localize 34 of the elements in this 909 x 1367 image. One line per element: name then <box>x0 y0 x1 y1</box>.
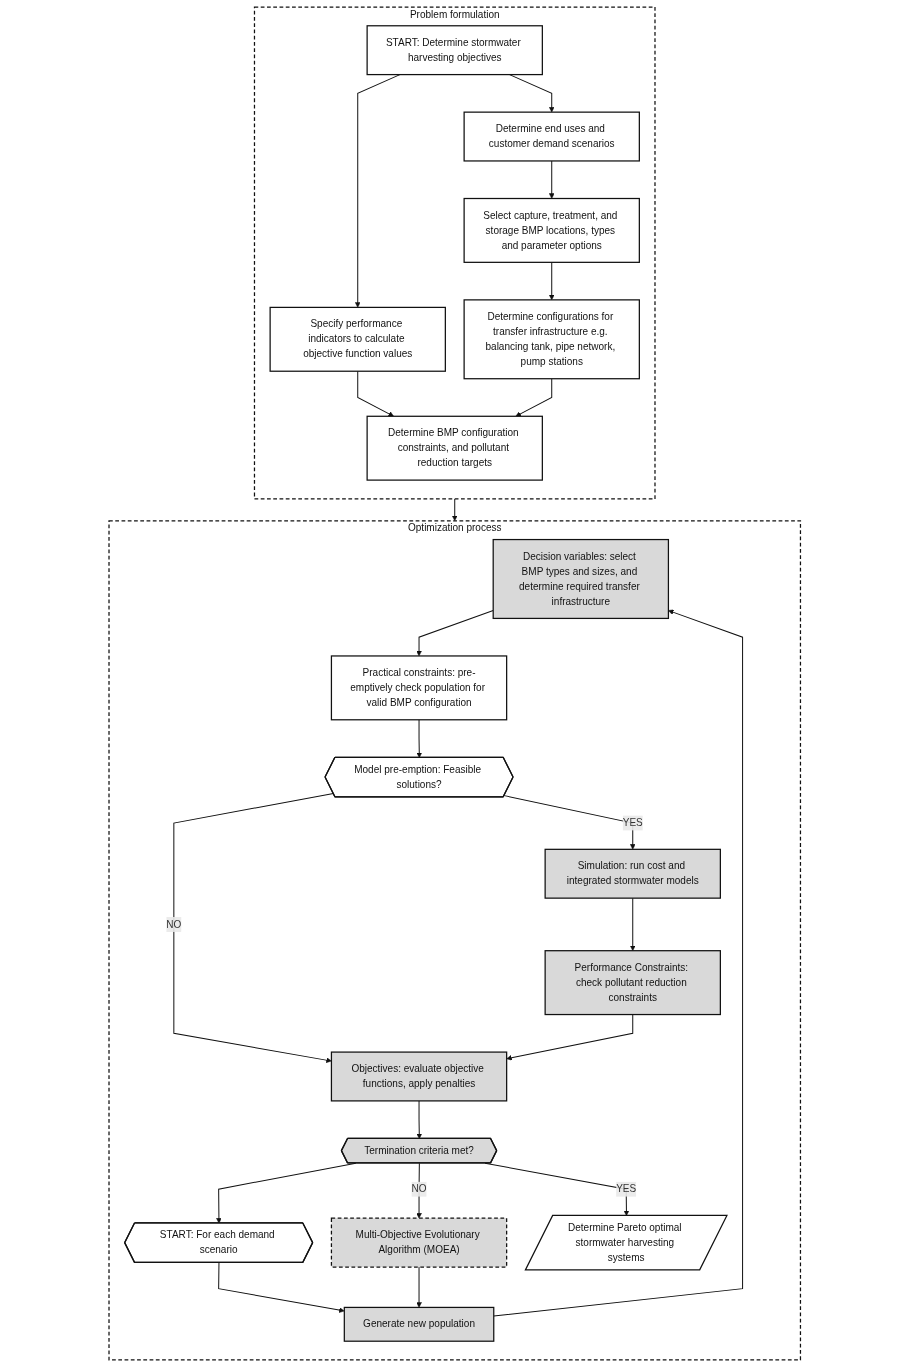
node-box: Simulation: run cost and integrated stormwater models <box>544 848 721 899</box>
arrow <box>357 370 394 417</box>
arrow <box>548 261 555 301</box>
node-box: Determine configurations for transfer infrastructure e.g. balancing tank, pipe network, pump stations <box>463 299 640 380</box>
node-box: START: Determine stormwater harvesting objectives <box>366 25 543 76</box>
node-box: Generate new population <box>343 1306 495 1342</box>
arrow <box>629 897 636 951</box>
arrow <box>173 793 334 1063</box>
arrow <box>506 1014 633 1061</box>
node-box: Decision variables: select BMP types and sizes, and determine required transfer infrastructure <box>492 538 669 620</box>
node-box: Performance Constraints: check pollutant reduction constraints <box>544 950 721 1016</box>
arrow <box>354 74 401 308</box>
arrow <box>515 378 552 417</box>
arrow <box>416 1162 422 1219</box>
arrow <box>416 719 422 758</box>
edge-label: YES <box>615 1183 636 1195</box>
edge-label: NO <box>411 1183 427 1195</box>
arrow <box>217 1262 345 1313</box>
arrow <box>416 1266 422 1308</box>
node-box: Objectives: evaluate objective functions, apply penalties <box>330 1051 508 1102</box>
edge-label: YES <box>622 817 643 829</box>
edge-label: NO <box>166 918 182 930</box>
arrow <box>508 74 555 113</box>
arrow <box>493 609 743 1317</box>
arrow <box>548 160 555 199</box>
node-box: Multi-Objective Evolutionary Algorithm (MOEA) <box>330 1217 508 1268</box>
arrow <box>503 795 636 850</box>
node-box: Select capture, treatment, and storage BMP locations, types and parameter options <box>463 197 640 263</box>
node-box: Specify performance indicators to calculate objective function values <box>269 306 446 372</box>
node-box: Determine end uses and customer demand scenarios <box>463 111 640 162</box>
arrow <box>451 498 458 522</box>
node-box: Determine BMP configuration constraints, and pollutant reduction targets <box>366 415 543 481</box>
arrow <box>416 1100 422 1139</box>
node-box: Practical constraints: pre-emptively check population for valid BMP configuration <box>330 655 508 721</box>
